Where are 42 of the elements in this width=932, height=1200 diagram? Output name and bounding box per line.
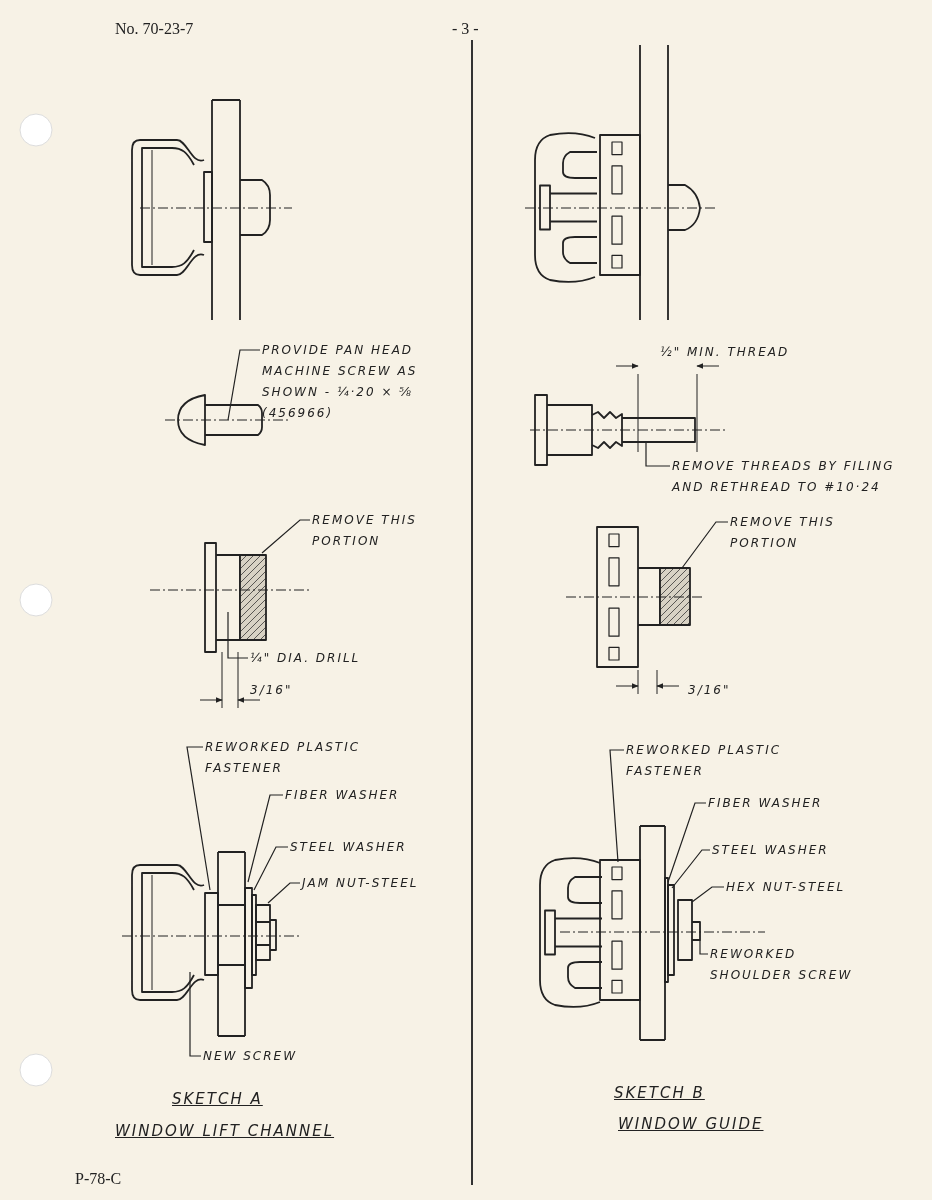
sketch-title: SKETCH A (172, 1090, 263, 1108)
callout-text: ¼" DIA. DRILL (250, 648, 410, 669)
callout-text: FIBER WASHER (708, 793, 868, 814)
leader-line (247, 794, 284, 883)
leader-line (253, 846, 289, 891)
callout-text: HEX NUT-STEEL (726, 877, 886, 898)
callout-text: FIBER WASHER (285, 785, 445, 806)
leader-line (699, 939, 709, 955)
form-number: P-78-C (75, 1170, 122, 1188)
callout-text: REMOVE THIS PORTION (730, 512, 880, 554)
leader-line (681, 521, 729, 569)
leader-line (667, 802, 707, 883)
callout-text: REWORKED SHOULDER SCREW (710, 944, 870, 986)
callout-text: NEW SCREW (203, 1046, 343, 1067)
leader-line (227, 611, 249, 659)
leader-line (645, 442, 671, 467)
dimension-text: 3/16" (688, 682, 731, 699)
sketch-subtitle: WINDOW LIFT CHANNEL (115, 1122, 335, 1140)
leader-line (261, 519, 311, 554)
leader-line (227, 349, 261, 421)
callout-text: REMOVE THIS PORTION (312, 510, 462, 552)
leader-line (609, 749, 625, 863)
callout-text: STEEL WASHER (290, 837, 450, 858)
callout-text: REWORKED PLASTIC FASTENER (205, 737, 395, 779)
sketch-title: SKETCH B (614, 1084, 705, 1102)
page-number: - 3 - (452, 20, 479, 38)
leader-line (267, 882, 301, 904)
machined-fastener-drawing (149, 542, 311, 653)
leader-line (691, 886, 725, 903)
machined-fastener-drawing (565, 526, 705, 668)
dimension-text: ½" MIN. THREAD (660, 344, 790, 361)
dimension-text: 3/16" (250, 682, 293, 699)
callout-text: JAM NUT-STEEL (302, 873, 462, 894)
document-number: No. 70-23-7 (115, 20, 194, 38)
callout-text: PROVIDE PAN HEAD MACHINE SCREW AS SHOWN - ¼·20 × ⅝ (456966) (262, 340, 462, 424)
leader-line (189, 971, 202, 1057)
callout-text: STEEL WASHER (712, 840, 872, 861)
callout-text: REMOVE THREADS BY FILING AND RETHREAD TO #10·24 (672, 456, 902, 498)
callout-text: REWORKED PLASTIC FASTENER (626, 740, 826, 782)
leader-line (671, 849, 711, 889)
sketch-subtitle: WINDOW GUIDE (618, 1115, 764, 1133)
leader-line (186, 746, 211, 891)
